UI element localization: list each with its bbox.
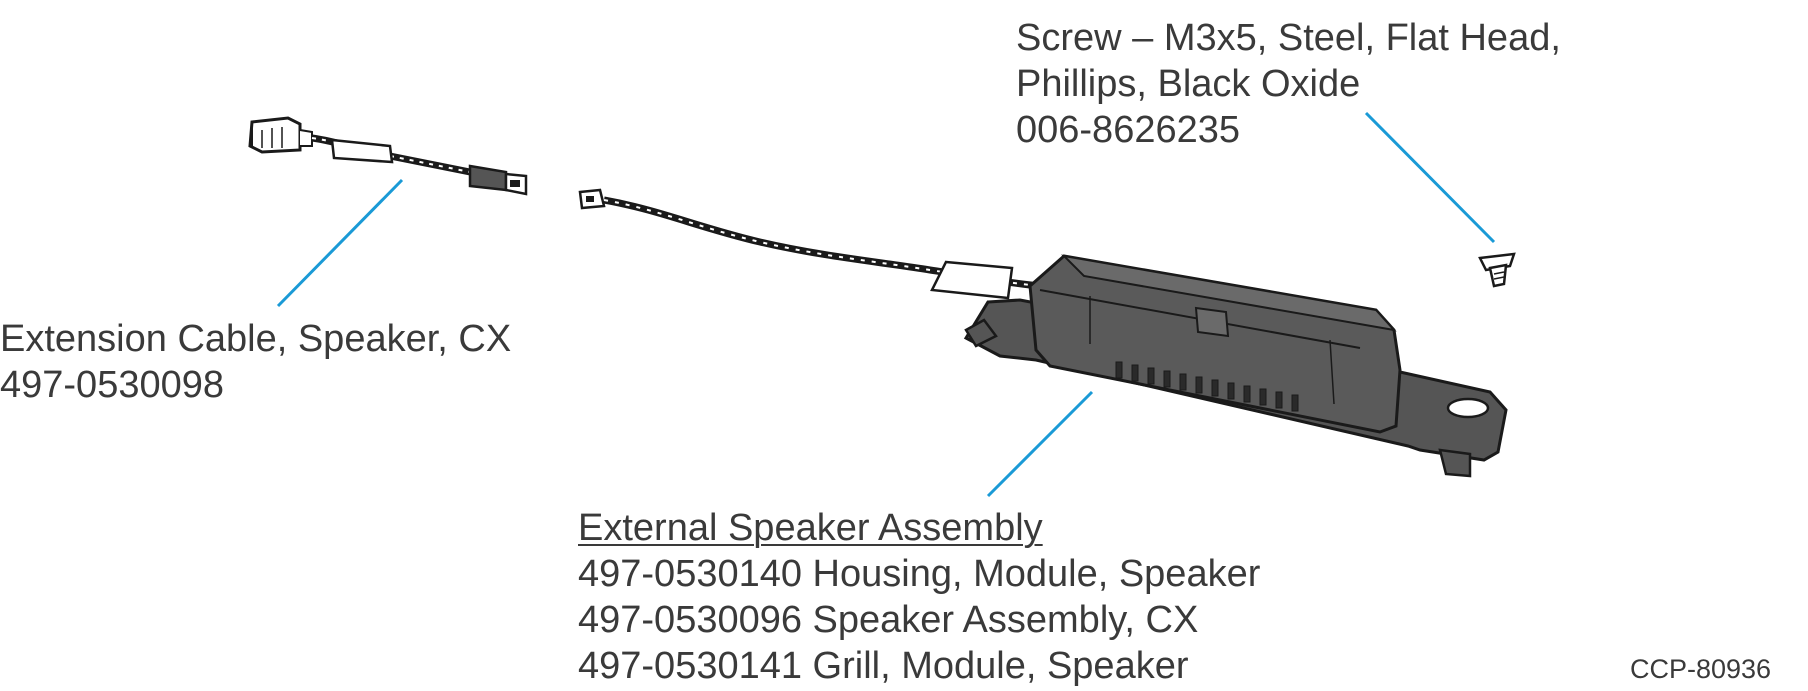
screw-callout: Screw – M3x5, Steel, Flat Head, Phillips… <box>1016 15 1561 153</box>
screw-illustration <box>1478 252 1516 288</box>
screw-part-number: 006-8626235 <box>1016 109 1240 151</box>
screw-description-line-1: Screw – M3x5, Steel, Flat Head, <box>1016 17 1561 59</box>
extension-cable-description: Extension Cable, Speaker, CX <box>0 318 512 360</box>
extension-cable-leader-line <box>276 178 404 308</box>
speaker-assembly-leader-line <box>986 390 1094 498</box>
speaker-assembly-part-housing: 497-0530140 Housing, Module, Speaker <box>578 553 1261 595</box>
extension-cable-illustration <box>248 116 528 196</box>
speaker-assembly-part-speaker: 497-0530096 Speaker Assembly, CX <box>578 599 1199 641</box>
screw-leader-line <box>1364 111 1496 244</box>
speaker-assembly-heading: External Speaker Assembly <box>578 507 1043 549</box>
speaker-assembly-callout: External Speaker Assembly 497-0530140 Ho… <box>578 505 1260 689</box>
extension-cable-part-number: 497-0530098 <box>0 364 224 406</box>
figure-reference-id: CCP-80936 <box>1630 654 1772 684</box>
speaker-cable-illustration <box>578 188 1041 300</box>
speaker-housing-illustration <box>963 254 1508 478</box>
speaker-assembly-part-grill: 497-0530141 Grill, Module, Speaker <box>578 645 1189 687</box>
leader-lines <box>276 111 1496 498</box>
extension-cable-callout: Extension Cable, Speaker, CX 497-0530098 <box>0 316 511 408</box>
screw-description-line-2: Phillips, Black Oxide <box>1016 63 1361 105</box>
